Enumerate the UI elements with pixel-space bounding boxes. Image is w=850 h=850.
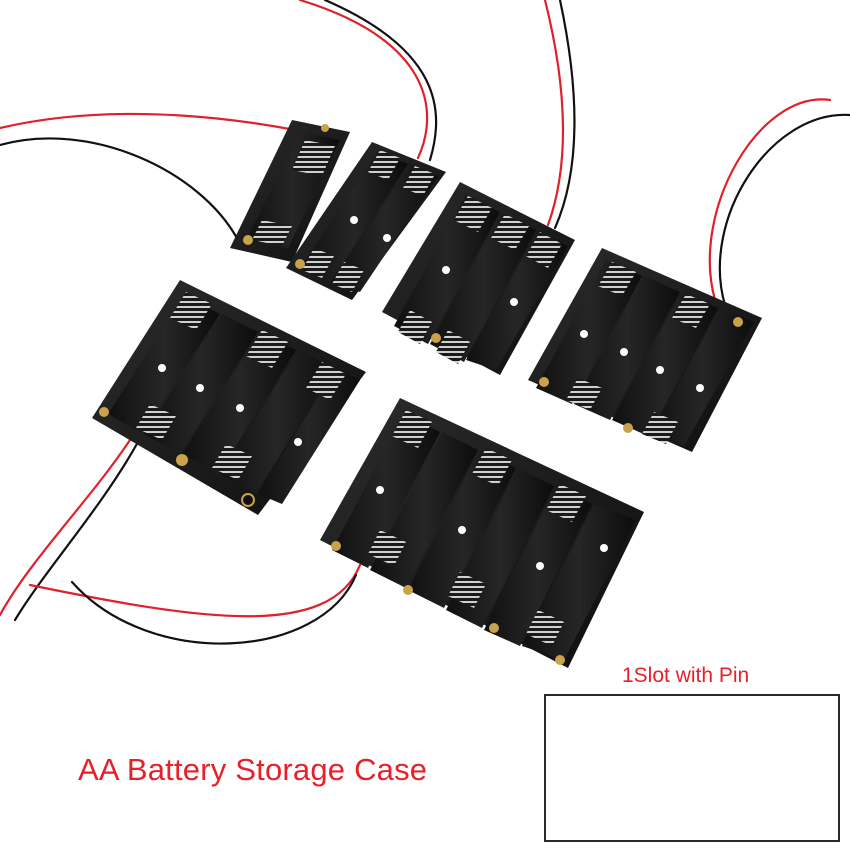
battery-holder-3-slot-icon [382, 182, 575, 375]
battery-holder-1-slot-icon [230, 120, 350, 262]
wire-red-1slot [0, 112, 322, 137]
wire-red-5slot [0, 438, 132, 617]
wire-black-4slot [718, 113, 850, 307]
inset-frame [544, 694, 840, 842]
wire-black-3slot [553, 0, 576, 230]
wires [0, 0, 850, 645]
wire-black-2slot [323, 0, 438, 162]
wire-red-4slot [708, 98, 832, 302]
wire-red-2slot [298, 0, 429, 160]
battery-holder-4-slot-icon [528, 248, 762, 452]
wire-red-3slot [543, 0, 564, 227]
battery-holder-5-slot-icon [92, 280, 366, 515]
battery-holder-2-slot-icon [286, 142, 446, 300]
wire-black-1slot [0, 137, 240, 242]
wire-black-6slot [70, 573, 358, 645]
inset-caption: 1Slot with Pin [622, 664, 750, 687]
wire-red-6slot [28, 563, 362, 618]
battery-holder-6-slot-icon [320, 398, 644, 668]
product-title: AA Battery Storage Case [78, 752, 428, 787]
wire-black-5slot [13, 440, 140, 622]
